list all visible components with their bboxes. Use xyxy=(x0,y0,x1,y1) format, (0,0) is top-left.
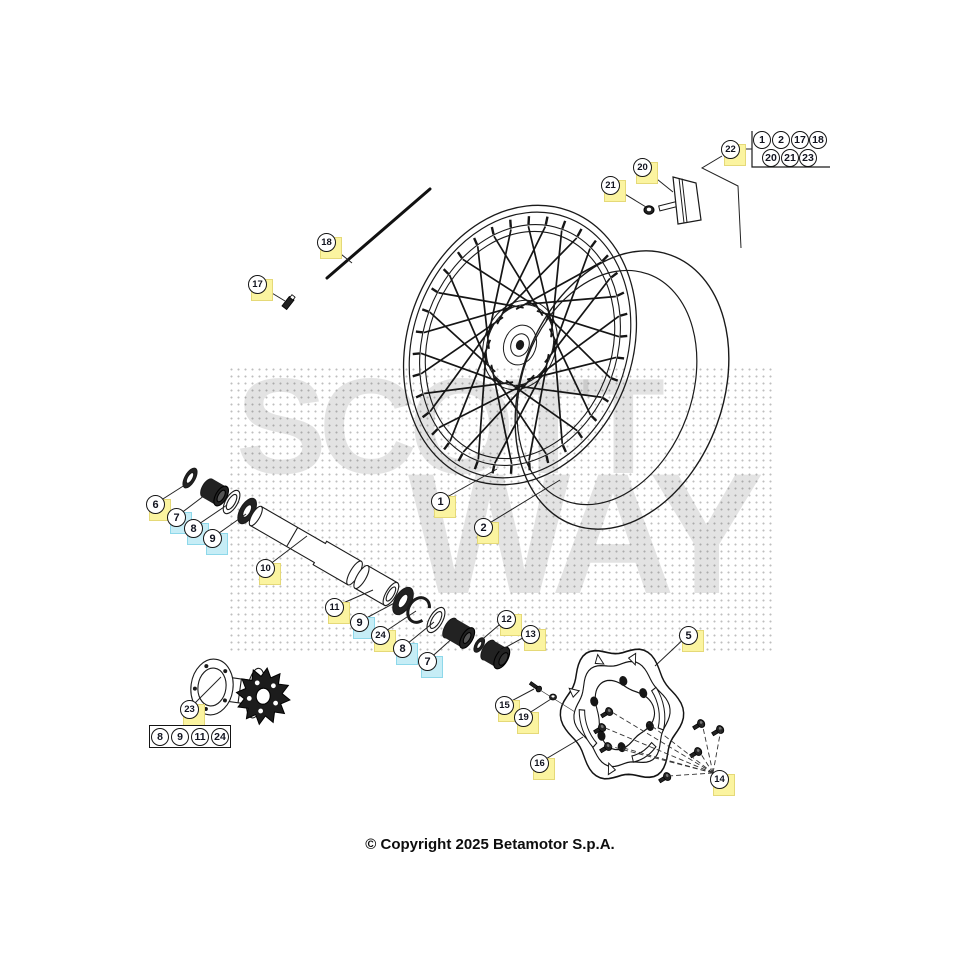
part-callout-21-22[interactable]: 21 xyxy=(601,176,626,202)
part-callout-16-18[interactable]: 16 xyxy=(530,754,555,780)
callout-number: 17 xyxy=(248,275,267,294)
callout-number: 1 xyxy=(431,492,450,511)
callout-number: 8 xyxy=(184,519,203,538)
callout-number: 23 xyxy=(180,700,199,719)
spoke-nipples xyxy=(377,185,663,504)
part-callout-8-11[interactable]: 8 xyxy=(393,639,418,665)
part-callout-12-13[interactable]: 12 xyxy=(497,610,522,636)
part-callout-9-9[interactable]: 9 xyxy=(350,613,375,639)
hub-gear-flange xyxy=(235,667,291,726)
callout-number: 6 xyxy=(146,495,165,514)
tire-drawing xyxy=(478,221,766,560)
part-callout-11-8[interactable]: 11 xyxy=(325,598,350,624)
part-callout-18-20[interactable]: 18 xyxy=(317,233,342,259)
front-wheel-drawing xyxy=(365,172,674,517)
callout-number: 7 xyxy=(167,508,186,527)
brake-disc-drawing xyxy=(559,648,685,780)
part-callout-14-15[interactable]: 14 xyxy=(710,770,735,796)
part-callout-24-10[interactable]: 24 xyxy=(371,626,396,652)
part-callout-9-6[interactable]: 9 xyxy=(203,529,228,555)
part-callout-19-17[interactable]: 19 xyxy=(514,708,539,734)
leader-lines xyxy=(154,148,752,764)
callout-number: 14 xyxy=(710,770,729,789)
copyright-text: © Copyright 2025 Betamotor S.p.A. xyxy=(365,836,615,853)
part-callout-6-3[interactable]: 6 xyxy=(146,495,171,521)
bolt-fan-dashed-lines xyxy=(602,710,722,777)
callout-number: 7 xyxy=(418,652,437,671)
callout-number: 12 xyxy=(497,610,516,629)
callout-number: 15 xyxy=(495,696,514,715)
callout-number: 22 xyxy=(721,140,740,159)
part-callout-2-1[interactable]: 2 xyxy=(474,518,499,544)
halftone-watermark: SCOTT WAY xyxy=(228,358,772,654)
part-callout-13-14[interactable]: 13 xyxy=(521,625,546,651)
legend-ref-18[interactable]: 18 xyxy=(809,131,827,149)
watermark-line-2: WAY xyxy=(408,438,764,630)
legend-ref-1[interactable]: 1 xyxy=(753,131,771,149)
callout-number: 5 xyxy=(679,626,698,645)
disc-nut-drawing xyxy=(539,689,576,713)
callout-number: 11 xyxy=(325,598,344,617)
part-callout-5-2[interactable]: 5 xyxy=(679,626,704,652)
legend-ref-23[interactable]: 23 xyxy=(799,149,817,167)
disc-bolts-drawing xyxy=(593,707,725,784)
part-callout-8-5[interactable]: 8 xyxy=(184,519,209,545)
valve-drawing xyxy=(281,294,296,311)
rim-lock-drawing xyxy=(643,176,702,225)
hub-ref-24[interactable]: 24 xyxy=(211,727,229,746)
axle-assembly-drawing xyxy=(182,467,511,670)
hub-ref-11[interactable]: 11 xyxy=(191,727,209,746)
callout-number: 16 xyxy=(530,754,549,773)
hub-drawing xyxy=(190,658,291,726)
part-callout-7-12[interactable]: 7 xyxy=(418,652,443,678)
part-callout-20-21[interactable]: 20 xyxy=(633,158,658,184)
spoke-rod-drawing xyxy=(325,187,432,280)
callout-number: 10 xyxy=(256,559,275,578)
callout-number: 18 xyxy=(317,233,336,252)
callout-number: 8 xyxy=(393,639,412,658)
legend-ref-2[interactable]: 2 xyxy=(772,131,790,149)
callout-number: 20 xyxy=(633,158,652,177)
part-callout-17-19[interactable]: 17 xyxy=(248,275,273,301)
legend-ref-21[interactable]: 21 xyxy=(781,149,799,167)
callout-number: 2 xyxy=(474,518,493,537)
part-callout-1-0[interactable]: 1 xyxy=(431,492,456,518)
hub-ref-9[interactable]: 9 xyxy=(171,727,189,746)
legend-bracket xyxy=(751,131,830,168)
callout-number: 24 xyxy=(371,626,390,645)
callout-number: 21 xyxy=(601,176,620,195)
hub-ref-8[interactable]: 8 xyxy=(151,727,169,746)
part-callout-22-23[interactable]: 22 xyxy=(721,140,746,166)
callout-number: 13 xyxy=(521,625,540,644)
part-callout-15-16[interactable]: 15 xyxy=(495,696,520,722)
part-callout-23-24[interactable]: 23 xyxy=(180,700,205,726)
callout-number: 9 xyxy=(350,613,369,632)
part-callout-10-7[interactable]: 10 xyxy=(256,559,281,585)
watermark-line-1: SCOTT xyxy=(236,350,665,502)
legend-ref-17[interactable]: 17 xyxy=(791,131,809,149)
part-callout-7-4[interactable]: 7 xyxy=(167,508,192,534)
callout-number: 19 xyxy=(514,708,533,727)
callout-number: 9 xyxy=(203,529,222,548)
legend-ref-20[interactable]: 20 xyxy=(762,149,780,167)
